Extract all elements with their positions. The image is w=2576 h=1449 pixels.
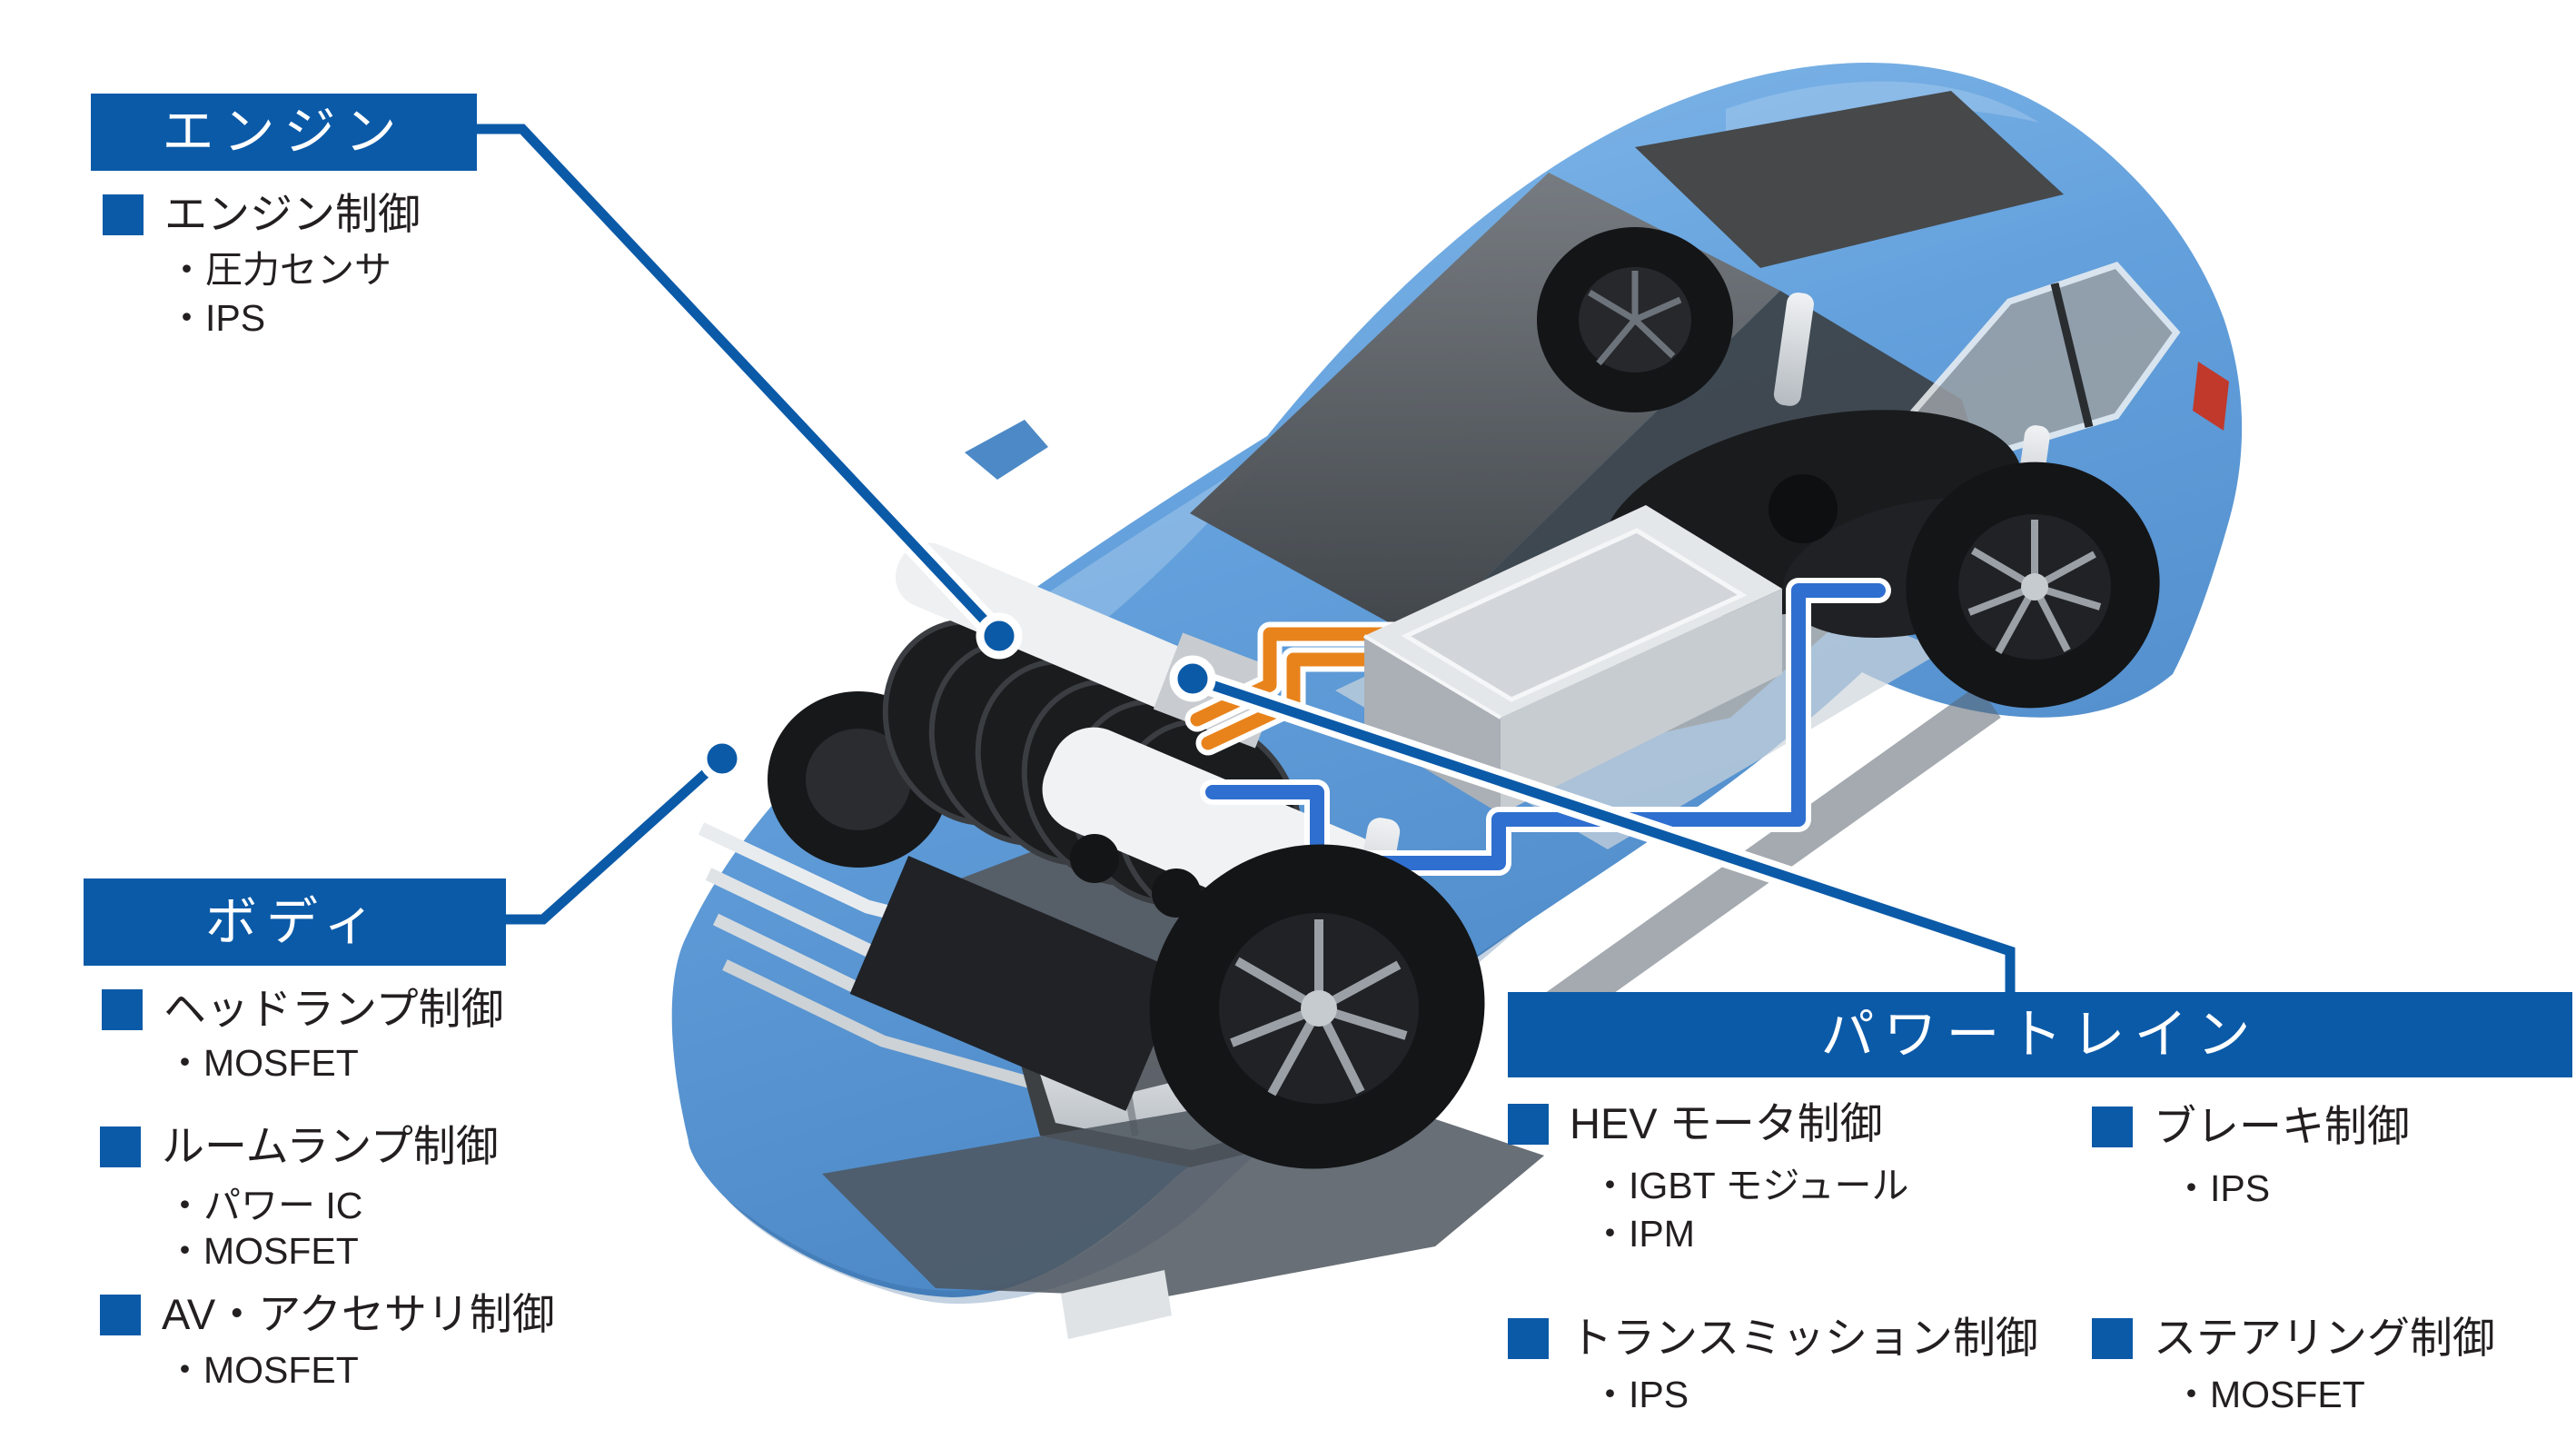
- fog-light: [1061, 1270, 1172, 1339]
- body-leader-dot: [698, 735, 746, 782]
- engine-section-header: エンジン: [91, 94, 477, 171]
- powertrain-sub-ips-1: ・IPS: [2173, 1167, 2271, 1209]
- item-bullet: [2092, 1317, 2133, 1359]
- battery-pack: [1362, 505, 1782, 814]
- item-label: ルームランプ制御: [162, 1122, 499, 1170]
- body-sub-mosfet-2: ・MOSFET: [166, 1230, 359, 1272]
- item-bullet: [1508, 1317, 1549, 1359]
- item-label: HEV モータ制御: [1570, 1099, 1883, 1147]
- powertrain-item-hev-motor-control: HEV モータ制御: [1508, 1101, 1883, 1146]
- body-section-header: ボディ: [84, 878, 506, 966]
- body-sub-mosfet-3: ・MOSFET: [166, 1349, 359, 1391]
- roof-glass: [1635, 91, 2064, 268]
- powertrain-section-title: パワートレイン: [1820, 1004, 2260, 1065]
- item-bullet: [100, 1294, 141, 1335]
- item-label: ステアリング制御: [2154, 1314, 2495, 1362]
- side-mirror: [965, 420, 1048, 480]
- engine-section-title: エンジン: [162, 103, 406, 161]
- body-item-roomlamp-control: ルームランプ制御: [100, 1124, 499, 1169]
- item-label: エンジン制御: [164, 190, 421, 238]
- item-label: ヘッドランプ制御: [163, 985, 504, 1033]
- body-sub-mosfet-1: ・MOSFET: [166, 1042, 359, 1084]
- item-label: トランスミッション制御: [1570, 1314, 2039, 1362]
- item-label: ブレーキ制御: [2154, 1102, 2410, 1150]
- body-section-title: ボディ: [204, 892, 384, 951]
- powertrain-item-steering-control: ステアリング制御: [2092, 1315, 2495, 1361]
- body-item-av-accessory-control: AV・アクセサリ制御: [100, 1292, 555, 1337]
- item-bullet: [103, 194, 144, 235]
- front-wheel: [1149, 844, 1485, 1169]
- leader-lines: [477, 117, 2022, 997]
- powertrain-sub-igbt-module: ・IGBT モジュール: [1591, 1165, 1909, 1206]
- engine-leader-dot: [976, 612, 1023, 660]
- engine-sub-ips: ・IPS: [168, 297, 266, 339]
- engine-item-engine-control: エンジン制御: [103, 192, 421, 237]
- item-bullet: [100, 1126, 141, 1167]
- powertrain-sub-ips-2: ・IPS: [1591, 1374, 1689, 1415]
- powertrain-item-transmission-control: トランスミッション制御: [1508, 1315, 2038, 1361]
- item-label: AV・アクセサリ制御: [162, 1290, 555, 1338]
- powertrain-sub-mosfet: ・MOSFET: [2173, 1374, 2365, 1415]
- engine-sub-pressure-sensor: ・圧力センサ: [168, 249, 391, 291]
- tail-light: [2193, 362, 2229, 431]
- body-sub-power-ic: ・パワー IC: [166, 1185, 363, 1226]
- powertrain-item-brake-control: ブレーキ制御: [2092, 1104, 2410, 1149]
- item-bullet: [2092, 1106, 2133, 1147]
- rear-wheel: [1906, 461, 2160, 709]
- item-bullet: [1508, 1103, 1549, 1145]
- body-item-headlamp-control: ヘッドランプ制御: [102, 987, 504, 1032]
- powertrain-leader-dot: [1169, 655, 1216, 702]
- item-bullet: [102, 988, 143, 1030]
- powertrain-section-header: パワートレイン: [1508, 992, 2572, 1077]
- blue-cable: [1200, 578, 1891, 876]
- powertrain-sub-ipm: ・IPM: [1591, 1213, 1695, 1255]
